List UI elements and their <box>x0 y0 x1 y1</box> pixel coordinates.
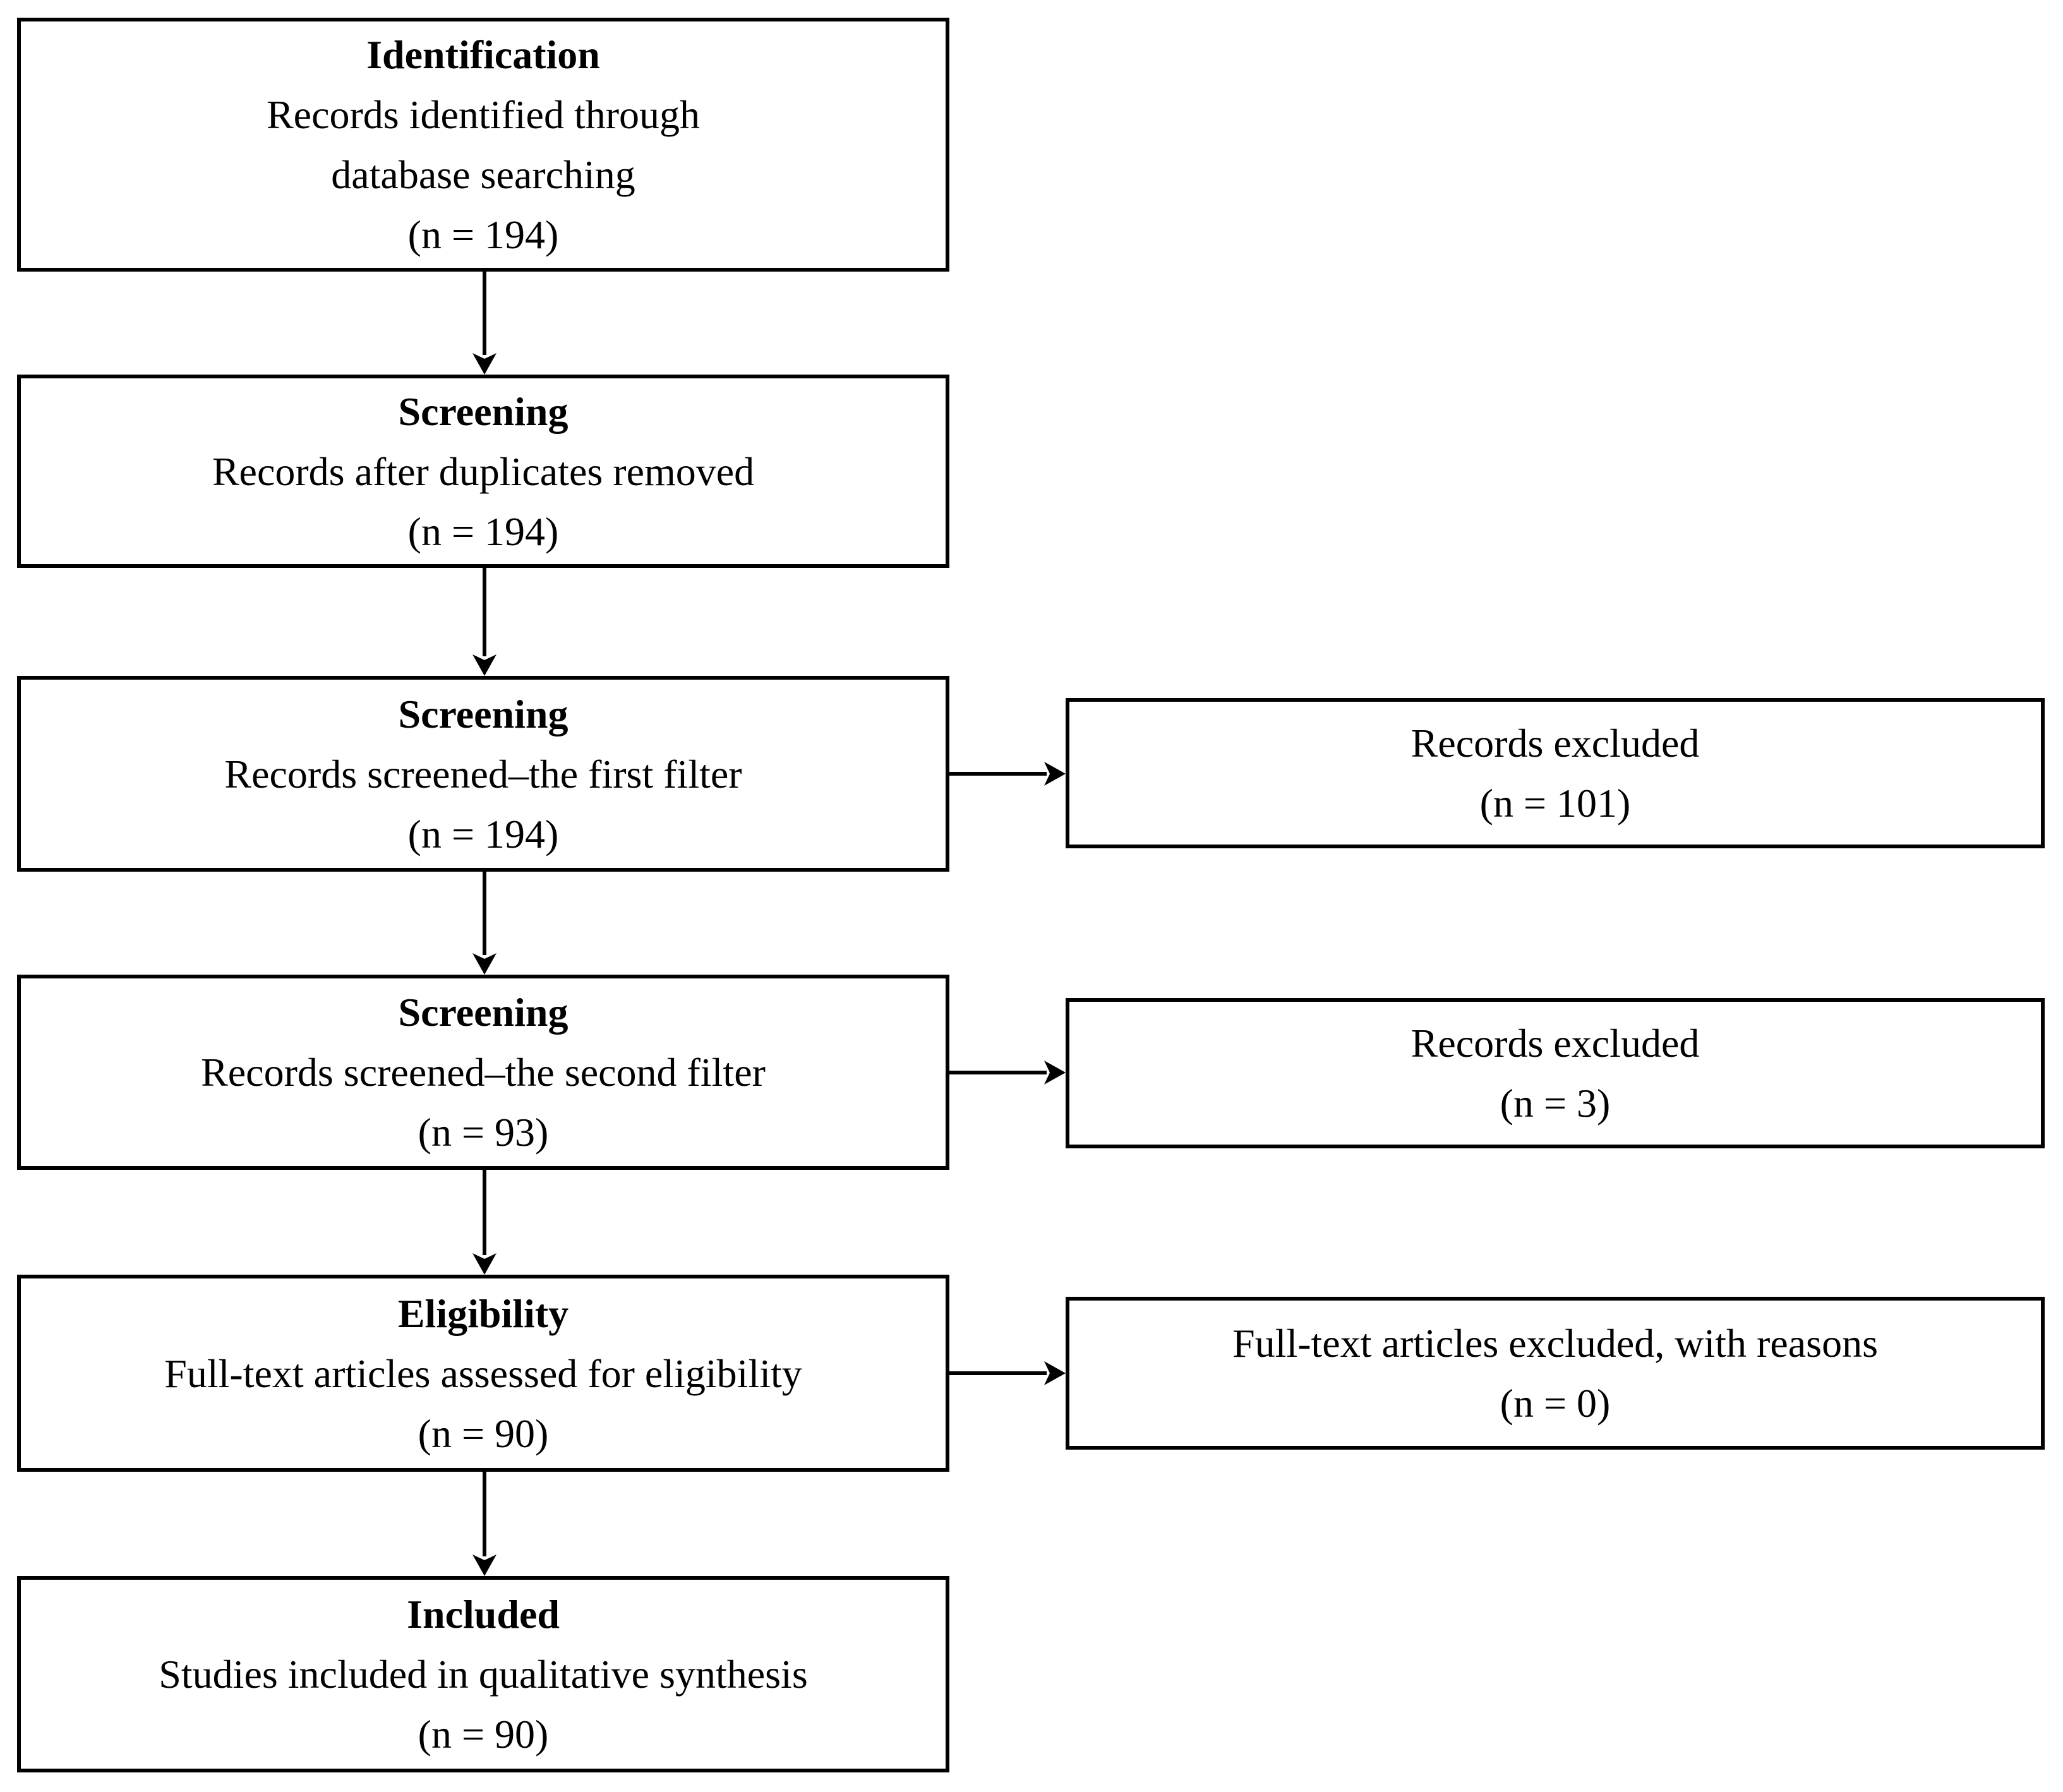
box-records-excluded-second: Records excluded (n = 3) <box>1066 998 2045 1148</box>
box-screening-duplicates: Screening Records after duplicates remov… <box>17 375 949 568</box>
arrow-stem <box>949 1071 1047 1074</box>
stage-label: Included <box>407 1592 560 1637</box>
arrowhead-down-icon <box>472 953 496 975</box>
box-count: (n = 90) <box>418 1410 549 1456</box>
arrowhead-down-icon <box>472 1253 496 1275</box>
arrow-stem <box>949 1371 1047 1375</box>
box-text-line: Full-text articles assessed for eligibil… <box>164 1350 802 1396</box>
box-included: Included Studies included in qualitative… <box>17 1576 949 1772</box>
box-eligibility: Eligibility Full-text articles assessed … <box>17 1275 949 1472</box>
arrow-stem <box>483 272 486 355</box>
arrowhead-down-icon <box>472 353 496 375</box>
box-count: (n = 0) <box>1500 1381 1611 1426</box>
arrowhead-right-icon <box>1044 1361 1066 1385</box>
arrowhead-right-icon <box>1044 762 1066 786</box>
stage-label: Screening <box>398 691 568 737</box>
box-fulltext-excluded: Full-text articles excluded, with reason… <box>1066 1297 2045 1450</box>
box-text-line: Records excluded <box>1410 1021 1700 1066</box>
arrow-stem <box>483 1170 486 1255</box>
arrow-stem <box>949 772 1047 776</box>
stage-label: Screening <box>398 388 568 434</box>
arrowhead-down-icon <box>472 1554 496 1576</box>
box-text-line: Records identified through <box>266 92 701 137</box>
box-text-line: database searching <box>331 152 635 197</box>
box-text-line: Studies included in qualitative synthesi… <box>159 1652 808 1697</box>
box-count: (n = 194) <box>407 811 559 857</box>
box-count: (n = 93) <box>418 1110 549 1155</box>
box-count: (n = 194) <box>407 508 559 554</box>
arrowhead-right-icon <box>1044 1061 1066 1085</box>
box-text-line: Records screened–the second filter <box>201 1050 766 1095</box>
box-screening-second-filter: Screening Records screened–the second fi… <box>17 975 949 1170</box>
box-records-excluded-first: Records excluded (n = 101) <box>1066 698 2045 848</box>
arrowhead-down-icon <box>472 654 496 676</box>
arrow-stem <box>483 872 486 955</box>
stage-label: Screening <box>398 990 568 1035</box>
box-count: (n = 101) <box>1479 781 1631 826</box>
box-count: (n = 194) <box>407 212 559 257</box>
box-text-line: Records screened–the first filter <box>224 751 742 797</box>
box-text-line: Records excluded <box>1410 721 1700 766</box>
box-count: (n = 3) <box>1500 1081 1611 1126</box>
box-count: (n = 90) <box>418 1712 549 1757</box>
box-screening-first-filter: Screening Records screened–the first fil… <box>17 676 949 872</box>
box-text-line: Records after duplicates removed <box>212 448 755 494</box>
box-text-line: Full-text articles excluded, with reason… <box>1232 1321 1878 1366</box>
arrow-stem <box>483 1472 486 1556</box>
stage-label: Eligibility <box>397 1290 569 1336</box>
stage-label: Identification <box>366 32 600 77</box>
arrow-stem <box>483 568 486 656</box>
box-identification: Identification Records identified throug… <box>17 18 949 272</box>
